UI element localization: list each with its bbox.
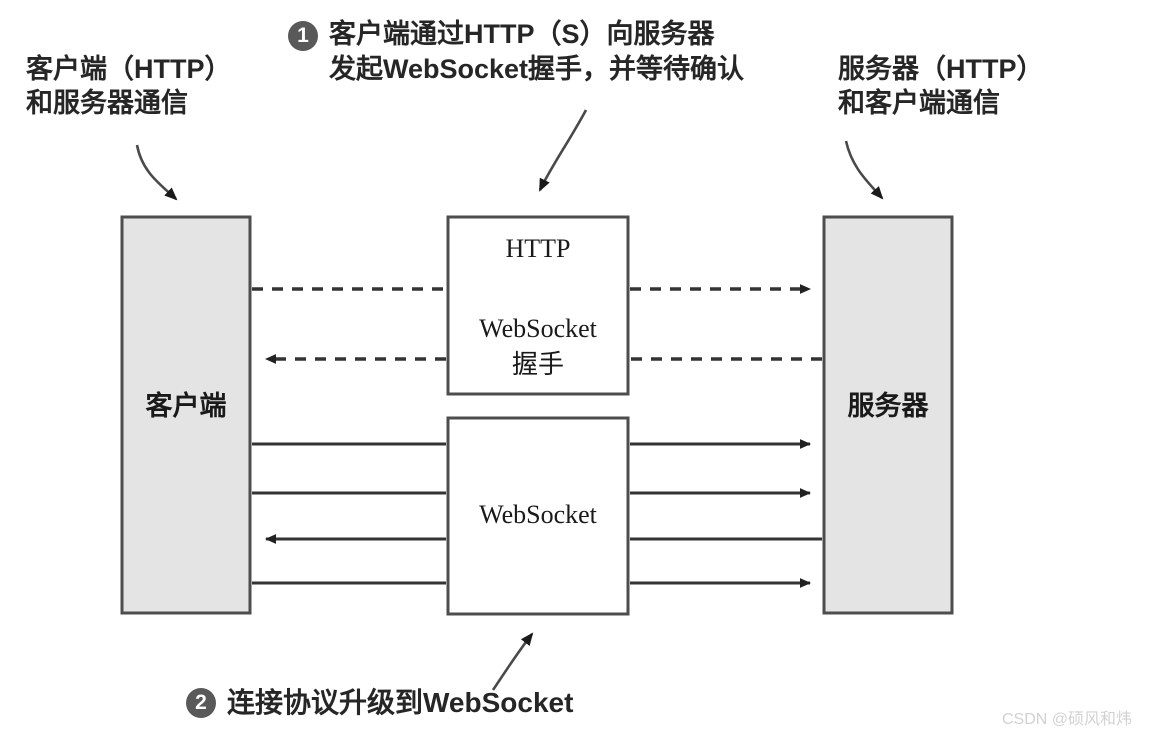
annotation-left-line1: 客户端（HTTP） [26,54,232,84]
server-node [822,215,954,615]
annotation-right-line2: 和客户端通信 [838,88,1000,118]
websocket-box-label: WebSocket [479,500,597,529]
step-1-badge: 1 [288,21,318,51]
step-2-annotation: 2 连接协议升级到WebSocket [186,686,573,720]
step-2-badge: 2 [186,688,216,718]
pointer-arrow-right [844,140,884,200]
step-1-line1: 客户端通过HTTP（S）向服务器 [329,19,715,49]
client-node-label: 客户端 [145,391,227,421]
http-handshake-box [446,215,630,396]
server-node-label: 服务器 [847,391,929,421]
handshake-box-line2: 握手 [511,350,564,379]
pointer-arrow-step1 [538,109,588,192]
step-1-text: 客户端通过HTTP（S）向服务器发起WebSocket握手，并等待确认 [329,17,744,87]
annotation-right: 服务器（HTTP） 和客户端通信 [838,52,1044,120]
step-2-text: 连接协议升级到WebSocket [227,687,574,718]
handshake-box-line1: WebSocket [479,314,597,343]
pointer-arrow-left [135,144,178,201]
watermark: CSDN @硕风和炜 [1002,711,1133,728]
step-1-line2: 发起WebSocket握手，并等待确认 [329,54,745,84]
annotation-right-line1: 服务器（HTTP） [838,54,1044,84]
client-node [120,215,252,615]
pointer-arrow-step2 [491,632,534,691]
http-box-label: HTTP [505,234,571,263]
step-1-annotation: 1 客户端通过HTTP（S）向服务器发起WebSocket握手，并等待确认 [288,17,744,87]
annotation-left-line2: 和服务器通信 [26,88,188,118]
websocket-box [446,416,630,616]
handshake-box-label: WebSocket 握手 [448,311,628,383]
annotation-left: 客户端（HTTP） 和服务器通信 [26,52,232,120]
